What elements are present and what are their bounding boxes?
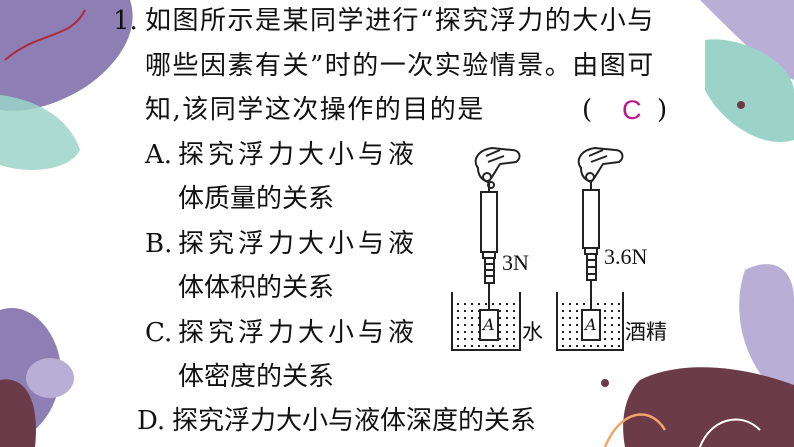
bottom-left-lavender-blob	[26, 358, 74, 398]
option-c-label: C.	[145, 318, 173, 348]
option-c-line-1: 探究浮力大小与液	[178, 318, 419, 348]
bottom-right-lavender-blob	[739, 264, 794, 400]
right-beaker	[556, 292, 624, 351]
option-d-label: D.	[137, 406, 166, 436]
option-a-line-1: 探究浮力大小与液	[178, 140, 419, 170]
bottom-right-orange-curve	[603, 413, 667, 447]
left-beaker	[451, 292, 521, 351]
right-scale-reading: 3.6N	[604, 244, 648, 269]
left-scale-reading: 3N	[502, 250, 529, 275]
right-liquid-label: 酒精	[625, 320, 667, 344]
top-left-teal-blob	[0, 95, 80, 170]
right-scale-body	[582, 189, 600, 249]
question-number: 1.	[113, 6, 138, 36]
option-b-line-2: 体体积的关系	[178, 273, 335, 303]
question-line-1: 如图所示是某同学进行“探究浮力的大小与	[145, 6, 655, 36]
option-b-line-1: 探究浮力大小与液	[178, 229, 419, 259]
answer-letter: C	[622, 95, 642, 125]
top-left-red-curve	[4, 9, 86, 61]
option-b-label: B.	[145, 229, 173, 259]
bottom-left-maroon-blob	[0, 379, 36, 447]
right-block	[581, 309, 601, 341]
right-block-label: A	[585, 315, 597, 334]
question-line-3: 知,该同学这次操作的目的是	[145, 95, 485, 125]
bottom-right-white-curve	[699, 418, 761, 447]
left-apparatus	[451, 146, 521, 351]
left-block	[479, 309, 499, 341]
left-liquid-label: 水	[522, 320, 543, 344]
right-apparatus	[556, 146, 624, 351]
question-line-2: 哪些因素有关”时的一次实验情景。由图可	[145, 51, 655, 81]
bottom-right-maroon-blob	[623, 367, 794, 447]
left-scale-body	[480, 191, 498, 253]
option-a-label: A.	[145, 140, 173, 170]
option-c-line-2: 体密度的关系	[178, 362, 335, 392]
answer-open-paren: (	[582, 95, 593, 125]
option-d-line-1: 探究浮力大小与液体深度的关系	[172, 406, 537, 436]
answer-close-paren: )	[657, 95, 668, 125]
top-right-dot	[737, 101, 745, 109]
top-left-purple-blob	[0, 0, 133, 111]
top-right-teal-blob	[705, 39, 794, 142]
option-a-line-2: 体质量的关系	[178, 184, 335, 214]
left-block-label: A	[483, 315, 495, 334]
bottom-right-dot	[601, 379, 609, 387]
